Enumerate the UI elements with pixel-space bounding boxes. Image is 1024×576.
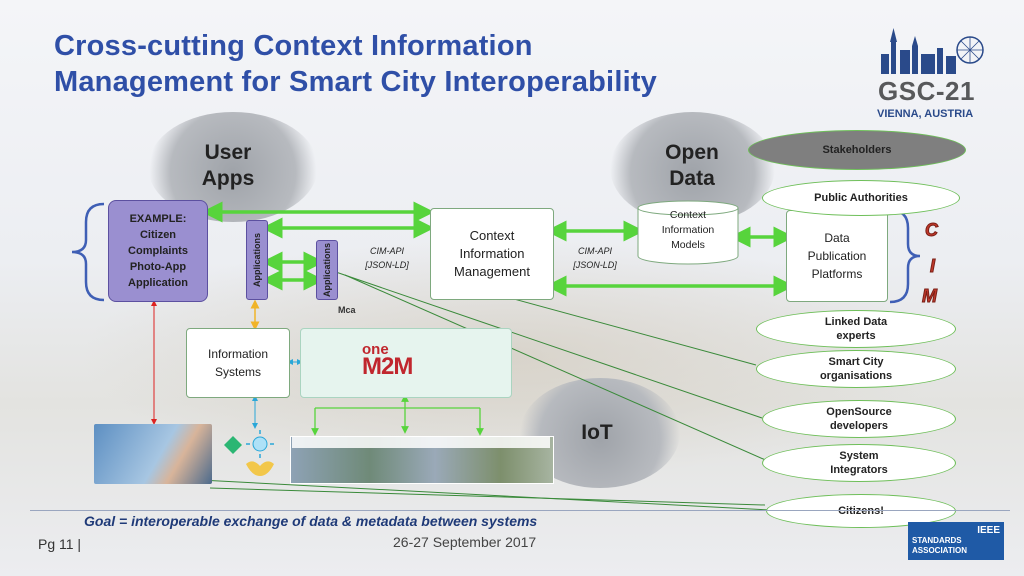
stakeholder-smart-city-organisations: Smart City organisations <box>756 350 956 388</box>
cim-api-label-left: CIM-API [JSON-LD] <box>365 246 409 270</box>
smart-city-icons <box>224 430 274 476</box>
applications-bar-1: Applications <box>246 220 268 300</box>
onem2m-logo: one M2M <box>362 341 413 380</box>
heart-icon <box>246 461 274 476</box>
cim-letter-i: I <box>929 256 936 277</box>
iot-protocol-logos <box>292 436 550 448</box>
context-models-database-icon <box>637 200 739 265</box>
applications-bar-2: Applications <box>316 240 338 300</box>
gsc-logo-location: VIENNA, AUSTRIA <box>877 108 974 120</box>
page-number: Pg 11 | <box>38 536 82 552</box>
iot-label: IoT <box>581 421 613 444</box>
mca-fragment: Mca <box>338 305 356 315</box>
cim-letter-c: C <box>925 220 939 241</box>
onem2m-box <box>300 328 512 398</box>
open-data-label: Open Data <box>665 141 719 190</box>
data-publication-platforms-box: Data Publication Platforms <box>786 210 888 302</box>
user-apps-label: User Apps <box>201 141 255 190</box>
context-models-label: Context Information Models <box>661 209 715 251</box>
context-information-management-box: Context Information Management <box>430 208 554 300</box>
title-line-1: Cross-cutting Context Information <box>54 30 533 62</box>
stakeholder-public-authorities: Public Authorities <box>762 180 960 216</box>
stakeholder-opensource-developers: OpenSource developers <box>762 400 956 438</box>
stakeholders-header: Stakeholders <box>748 130 966 170</box>
footer-divider <box>30 510 1010 511</box>
example-app-box: EXAMPLE: Citizen Complaints Photo-App Ap… <box>108 200 208 302</box>
stakeholder-system-integrators: System Integrators <box>762 444 956 482</box>
citizen-photo <box>94 424 212 484</box>
goal-statement: Goal = interoperable exchange of data & … <box>84 513 538 529</box>
gsc-logo-text: GSC-21 <box>878 76 975 106</box>
event-date: 26-27 September 2017 <box>393 534 537 550</box>
page-title: Cross-cutting Context Information Manage… <box>54 28 657 100</box>
vienna-skyline-icon <box>881 28 984 74</box>
information-systems-box: Information Systems <box>186 328 290 398</box>
sun-icon <box>252 436 268 452</box>
stakeholder-linked-data-experts: Linked Data experts <box>756 310 956 348</box>
cim-letter-m: M <box>922 286 938 307</box>
stakeholder-citizens: Citizens! <box>766 494 956 528</box>
diamond-icon <box>224 436 242 454</box>
title-line-2: Management for Smart City Interoperabili… <box>54 66 658 98</box>
ieee-sa-logo: IEEE STANDARDS ASSOCIATION <box>908 522 1004 560</box>
cim-api-label-right: CIM-API [JSON-LD] <box>573 246 617 270</box>
